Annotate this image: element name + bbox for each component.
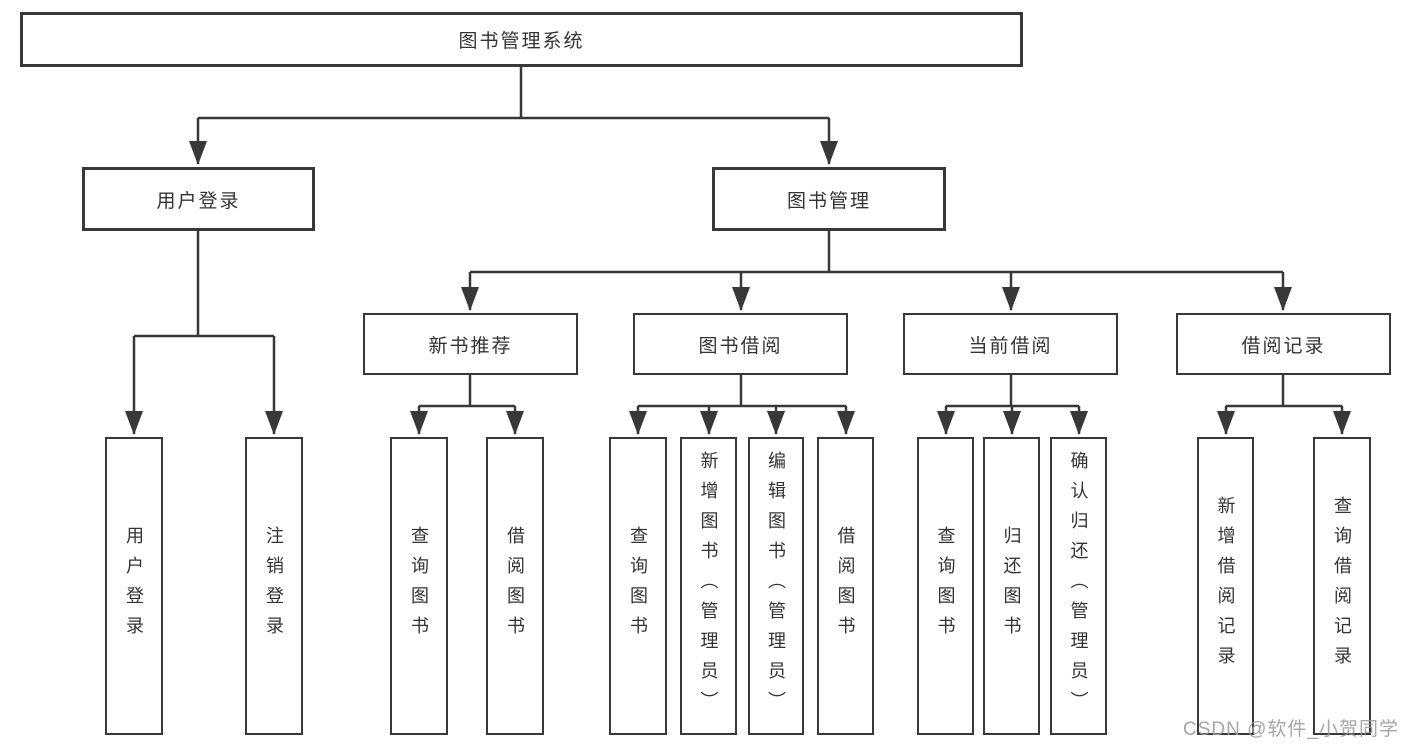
node-label: 图书管理系统	[458, 31, 585, 52]
node-label: 编辑图书（管理员）	[766, 451, 786, 721]
connector-book-borrowing-to-leaves	[629, 375, 855, 435]
leaf-query-borrow-record: 查询借阅记录	[1313, 437, 1371, 735]
leaf-edit-book-admin: 编辑图书（管理员）	[748, 437, 804, 735]
connector-user-login-to-leaves	[125, 231, 283, 435]
node-label: 用户登录	[124, 526, 144, 646]
leaf-borrow-books-1: 借阅图书	[486, 437, 544, 735]
node-label: 用户登录	[156, 190, 241, 212]
connector-borrow-records-to-leaves	[1217, 375, 1351, 435]
node-label: 查询图书	[628, 526, 648, 646]
node-root: 图书管理系统	[20, 12, 1023, 67]
node-borrow-records: 借阅记录	[1176, 313, 1391, 375]
connector-new-book-recommend-to-leaves	[410, 375, 524, 435]
leaf-query-books-3: 查询图书	[917, 437, 974, 735]
connector-book-mgmt-to-groups	[461, 231, 1292, 311]
node-label: 确认归还（管理员）	[1068, 451, 1089, 721]
leaf-confirm-return-admin: 确认归还（管理员）	[1050, 437, 1107, 735]
connector-current-borrowing-to-leaves	[937, 375, 1088, 435]
node-label: 新书推荐	[428, 335, 513, 357]
leaf-logout: 注销登录	[245, 437, 303, 735]
leaf-user-login: 用户登录	[105, 437, 163, 735]
leaf-add-borrow-record: 新增借阅记录	[1197, 437, 1254, 735]
node-label: 新增图书（管理员）	[698, 451, 719, 721]
node-label: 注销登录	[264, 526, 284, 646]
leaf-query-books-2: 查询图书	[609, 437, 667, 735]
node-label: 查询图书	[935, 526, 956, 646]
node-label: 当前借阅	[968, 335, 1053, 357]
watermark: CSDN @软件_小贺同学	[1183, 719, 1399, 740]
leaf-return-books: 归还图书	[983, 437, 1040, 735]
node-label: 新增借阅记录	[1215, 496, 1236, 676]
node-label: 查询图书	[409, 526, 429, 646]
node-label: 借阅图书	[505, 526, 525, 646]
leaf-add-book-admin: 新增图书（管理员）	[680, 437, 737, 735]
leaf-query-books-1: 查询图书	[390, 437, 448, 735]
node-label: 图书管理	[786, 190, 871, 212]
node-label: 借阅记录	[1241, 335, 1326, 357]
node-label: 归还图书	[1001, 526, 1022, 646]
node-label: 查询借阅记录	[1332, 496, 1352, 676]
connector-root-to-branches	[189, 67, 838, 165]
leaf-borrow-books-2: 借阅图书	[817, 437, 874, 735]
node-current-borrowing: 当前借阅	[903, 313, 1118, 375]
node-new-book-recommend: 新书推荐	[363, 313, 578, 375]
node-label: 借阅图书	[835, 526, 856, 646]
node-user-login: 用户登录	[82, 167, 315, 231]
node-label: 图书借阅	[698, 335, 783, 357]
node-book-borrowing: 图书借阅	[633, 313, 848, 375]
node-book-management: 图书管理	[712, 167, 946, 231]
